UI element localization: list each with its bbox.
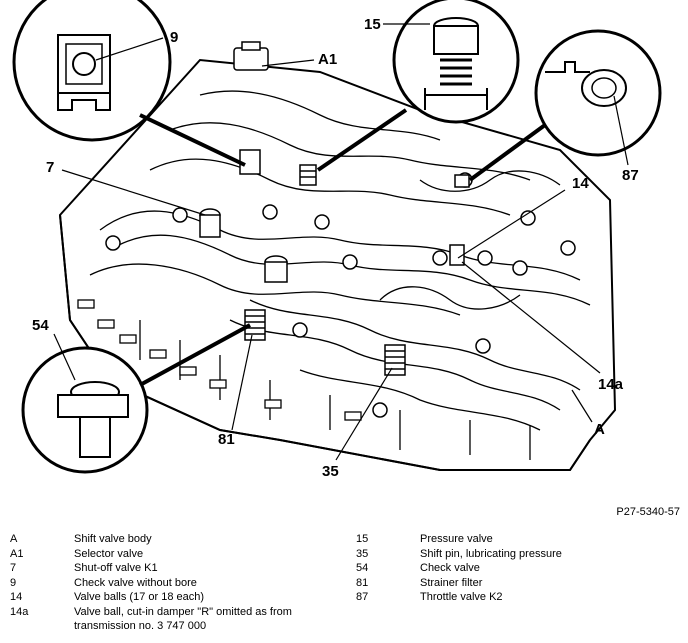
legend-desc: Shut-off valve K1 <box>74 562 158 574</box>
legend-desc: Shift valve body <box>74 533 152 545</box>
legend-key: A <box>10 533 18 545</box>
legend-key: 7 <box>10 562 17 574</box>
callout-35: 35 <box>322 463 339 480</box>
legend-right-column: 15 Pressure valve 35 Shift pin, lubricatin… <box>356 532 676 605</box>
callout-A: A <box>594 421 605 438</box>
legend-key: 14 <box>10 591 23 603</box>
legend-desc: Check valve <box>420 562 480 574</box>
legend-desc: Strainer filter <box>420 576 483 589</box>
callout-87: 87 <box>622 167 639 184</box>
callout-9: 9 <box>170 29 178 46</box>
legend-item: 14a Valve ball, cut-in damper "R" omitted… <box>10 605 350 634</box>
legend-desc: Check valve without bore <box>74 576 197 589</box>
legend-item: 15 Pressure valve <box>356 532 676 547</box>
legend-item: 9 Check valve without bore <box>10 576 350 591</box>
legend-item: A1 Selector valve <box>10 547 350 562</box>
detail-circle-check-valve-54 <box>21 346 149 474</box>
legend-item: 54 Check valve <box>356 561 676 576</box>
legend-item: 87 Throttle valve K2 <box>356 590 676 605</box>
legend-key: 54 <box>356 562 369 574</box>
figure-reference-id: P27-5340-57 <box>616 506 680 518</box>
callout-A1: A1 <box>318 51 337 68</box>
legend-desc: Pressure valve <box>420 533 493 545</box>
legend-item: 81 Strainer filter <box>356 576 676 591</box>
springs <box>199 149 470 376</box>
legend-key: 81 <box>356 576 369 589</box>
callout-15: 15 <box>364 16 381 33</box>
legend-item: A Shift valve body <box>10 532 350 547</box>
legend-desc: Selector valve <box>74 547 144 560</box>
legend-key: 14a <box>10 605 29 618</box>
legend-key: A1 <box>10 547 24 560</box>
legend-key: 35 <box>356 547 369 560</box>
callout-14: 14 <box>572 175 589 192</box>
detail-circle-pressure-valve-15 <box>392 0 520 124</box>
callout-81: 81 <box>218 431 235 448</box>
detail-circle-throttle-valve-87 <box>534 29 662 157</box>
callout-54: 54 <box>32 317 49 334</box>
legend-item: 7 Shut-off valve K1 <box>10 561 350 576</box>
edge-bolts <box>77 299 362 421</box>
legend-item: 14 Valve balls (17 or 18 each) <box>10 590 350 605</box>
legend-desc: Throttle valve K2 <box>420 591 503 603</box>
legend-desc: Valve ball, cut-in damper "R" omitted as… <box>74 605 292 633</box>
legend-item: 35 Shift pin, lubricating pressure <box>356 547 676 562</box>
callout-7: 7 <box>46 159 54 176</box>
legend-left-column: A Shift valve body A1 Selector valve 7 Shut… <box>10 532 350 634</box>
selector-valve-connector <box>233 41 269 71</box>
valve-body-illustration: 9 A1 15 87 7 14 54 14a A 81 35 <box>12 0 662 480</box>
legend-desc: Shift pin, lubricating pressure <box>420 547 562 560</box>
legend-key: 15 <box>356 533 369 545</box>
callout-14a: 14a <box>598 376 624 393</box>
legend-key: 9 <box>10 576 17 589</box>
detail-circle-check-valve-9 <box>12 0 172 142</box>
leader-lines <box>53 23 629 461</box>
legend-key: 87 <box>356 591 369 603</box>
legend-desc: Valve balls (17 or 18 each) <box>74 591 205 603</box>
detail-link-lines <box>139 108 547 387</box>
